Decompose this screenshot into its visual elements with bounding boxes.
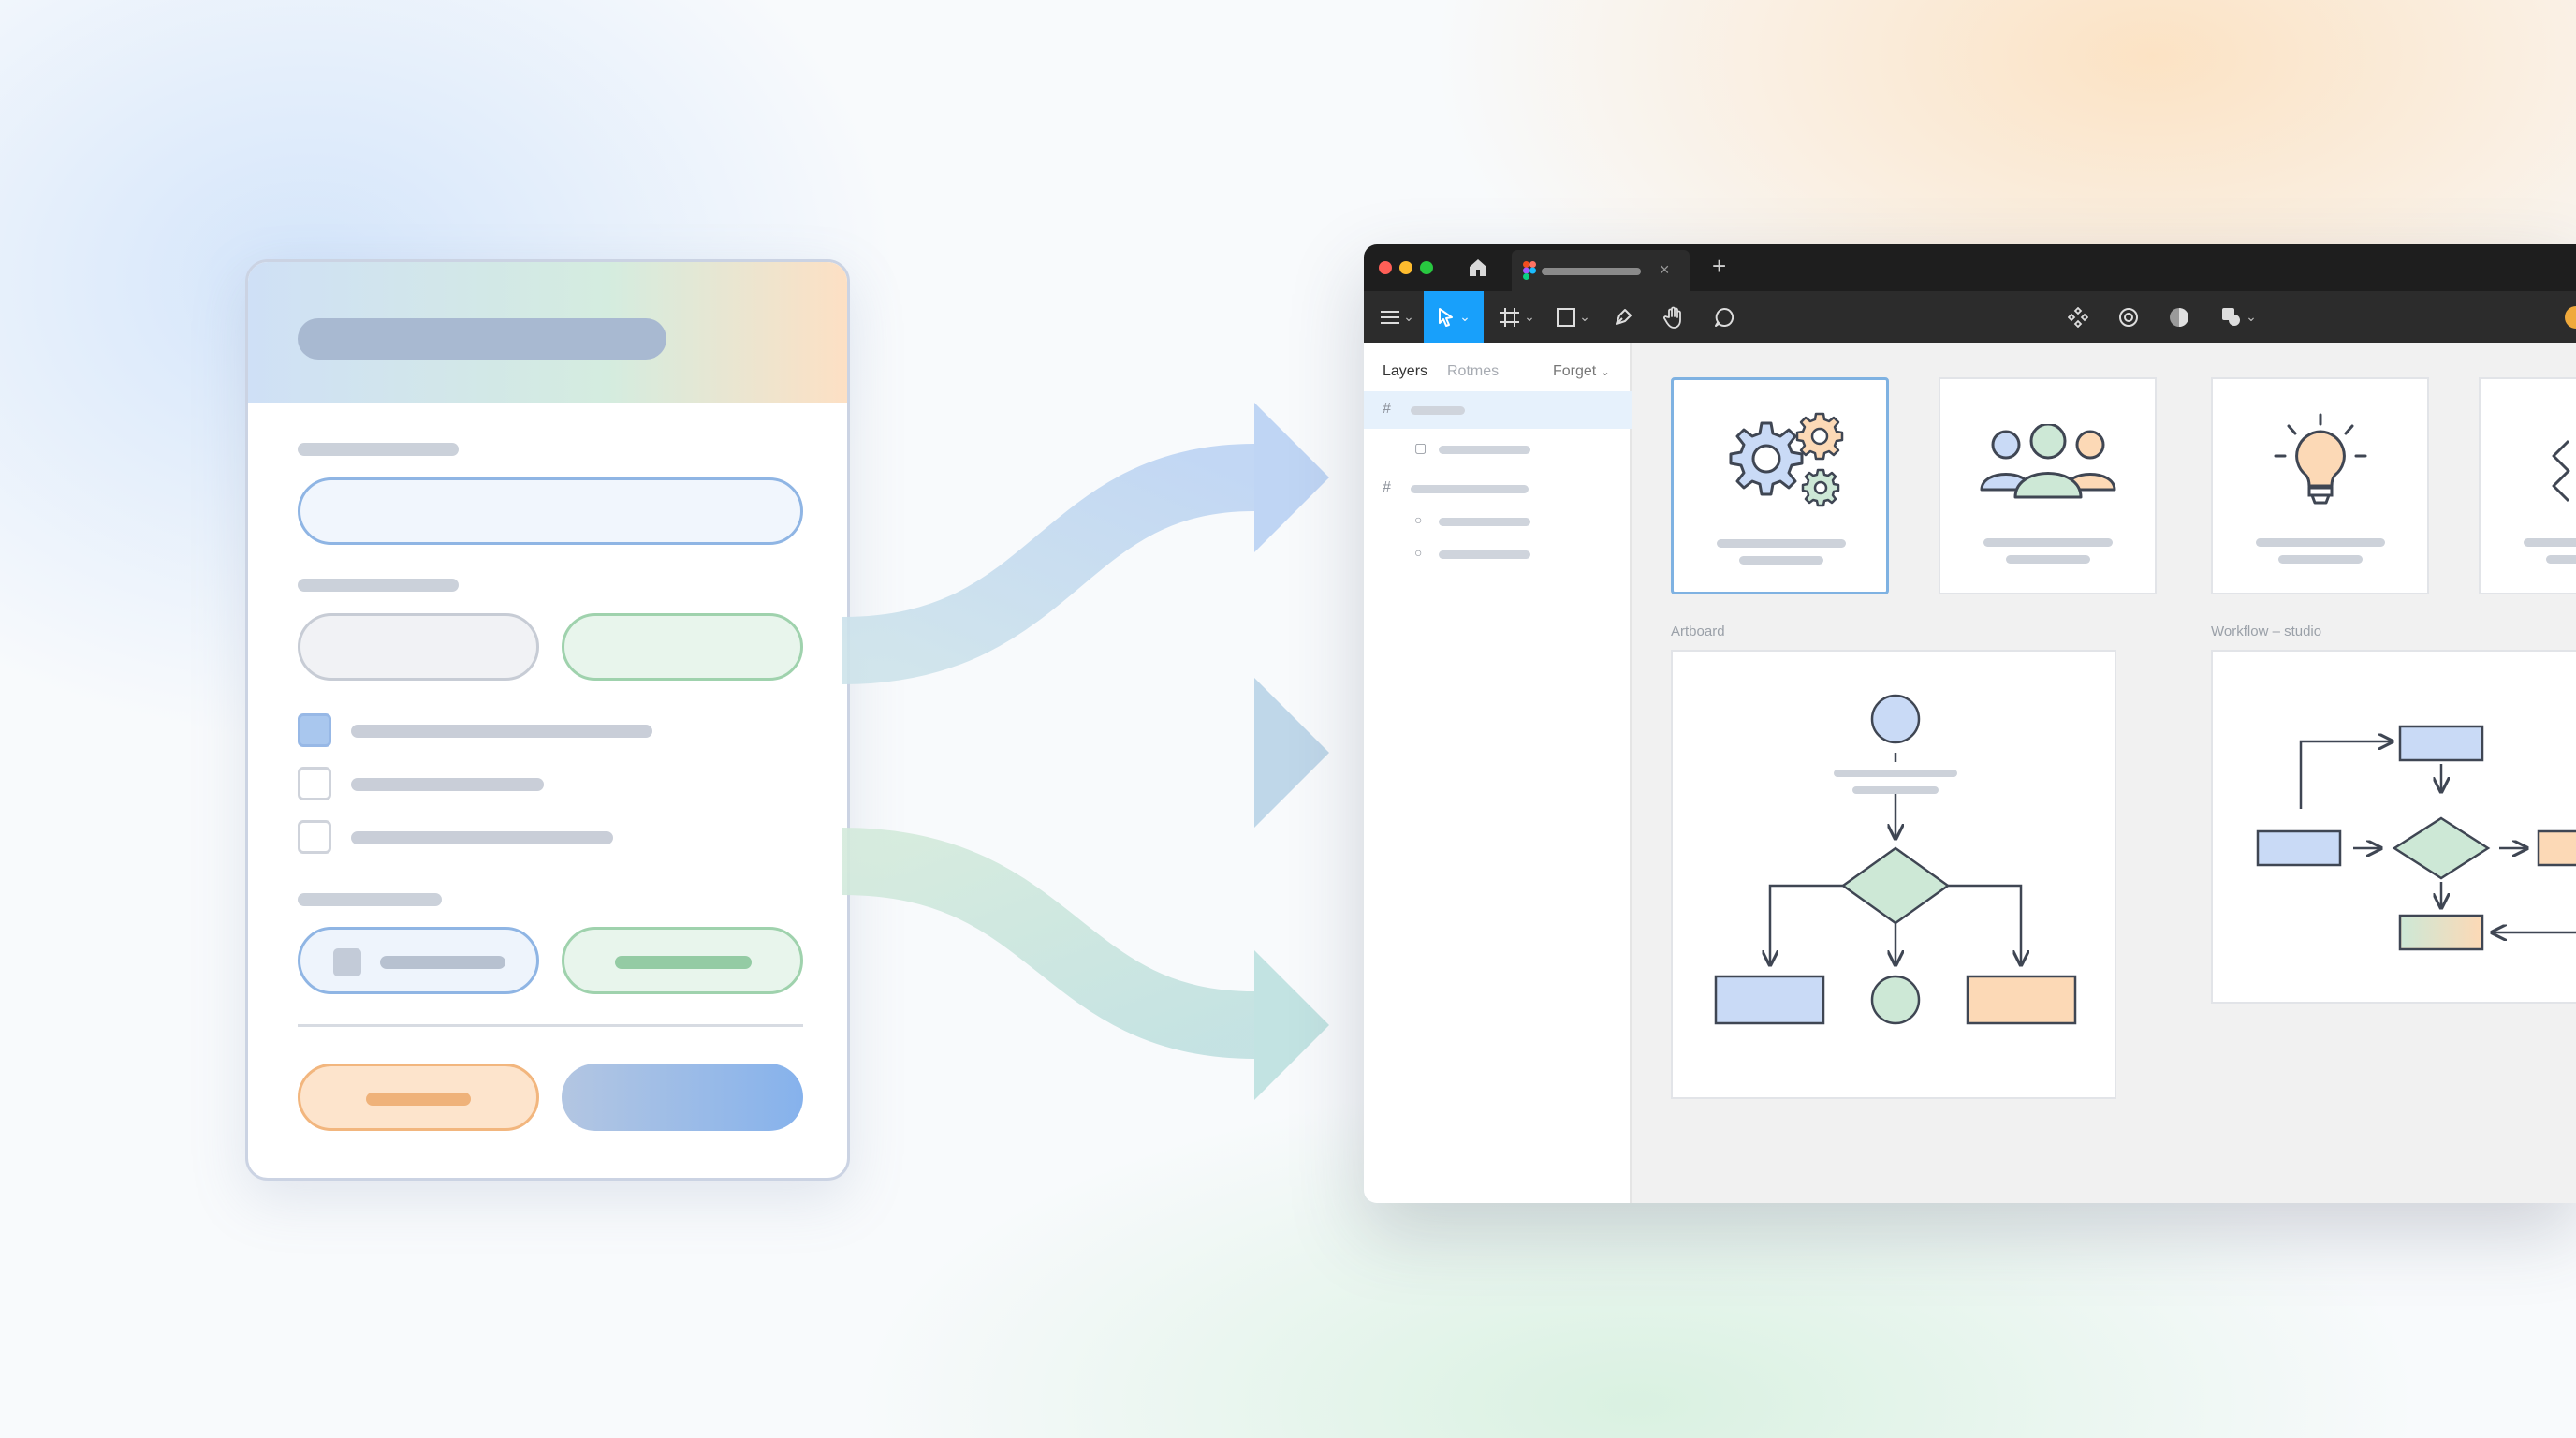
plus-icon[interactable]: +	[1712, 252, 1727, 280]
frame-icon: #	[1383, 479, 1391, 495]
layer-row[interactable]: ▢	[1364, 431, 1632, 468]
layer-row[interactable]: ○	[1364, 503, 1632, 540]
icon-card-gears[interactable]	[1671, 377, 1889, 594]
option-pill-gray[interactable]	[298, 613, 539, 681]
layer-name-placeholder	[1439, 518, 1530, 526]
rectangle-tool-icon[interactable]: ⌄	[1551, 291, 1596, 343]
artboard-flowchart[interactable]	[1671, 650, 2116, 1099]
layer-row-frame-selected[interactable]: #	[1364, 391, 1632, 429]
workflow-diagram	[2256, 725, 2576, 951]
window-close-dot[interactable]	[1379, 261, 1392, 274]
hand-tool-icon[interactable]	[1658, 291, 1690, 343]
flow-arrows	[842, 403, 1329, 1100]
form-header	[248, 262, 847, 403]
card-title-placeholder	[1983, 538, 2113, 547]
card-subtitle-placeholder	[1739, 556, 1823, 565]
window-minimize-dot[interactable]	[1399, 261, 1412, 274]
layer-name-placeholder	[1411, 406, 1465, 415]
arrow-head-top	[1254, 403, 1329, 552]
boolean-icon[interactable]: ⌄	[2216, 291, 2262, 343]
tab-secondary[interactable]: Rotmes	[1447, 363, 1500, 379]
team-icon	[1980, 424, 2116, 499]
text-input-placeholder[interactable]	[298, 477, 803, 545]
file-tab-title-placeholder	[1542, 268, 1641, 275]
field-label-placeholder	[298, 893, 442, 906]
secondary-button-orange[interactable]	[298, 1064, 539, 1131]
form-title-placeholder	[298, 318, 666, 360]
layer-row-frame[interactable]: #	[1364, 470, 1632, 507]
mask-icon[interactable]	[2115, 291, 2143, 343]
home-icon[interactable]	[1467, 257, 1489, 284]
lightbulb-icon	[2274, 413, 2367, 505]
frame-label-workflow[interactable]: Workflow – studio	[2211, 624, 2322, 639]
ellipse-icon: ○	[1414, 512, 1423, 527]
tab-page-select[interactable]: Forget ⌄	[1553, 363, 1610, 380]
arrow-head-bottom	[1254, 950, 1329, 1100]
layer-name-placeholder	[1411, 485, 1529, 493]
option-pill-green[interactable]	[562, 613, 803, 681]
card-subtitle-placeholder	[2546, 555, 2576, 564]
move-tool-icon[interactable]: ⌄	[1424, 291, 1484, 343]
form-divider	[298, 1024, 803, 1027]
window-zoom-dot[interactable]	[1420, 261, 1433, 274]
close-icon[interactable]: ×	[1660, 260, 1670, 279]
frame-tool-icon[interactable]: ⌄	[1495, 291, 1540, 343]
button-label-placeholder	[366, 1093, 471, 1106]
checkbox-label-placeholder	[351, 725, 652, 738]
icon-card-idea[interactable]	[2211, 377, 2429, 594]
card-title-placeholder	[1717, 539, 1846, 548]
form-wireframe-card	[245, 259, 850, 1181]
flowchart-diagram	[1714, 694, 2077, 1025]
checkbox-label-placeholder	[351, 778, 544, 791]
file-tab[interactable]: ×	[1512, 250, 1690, 291]
checkbox-label-placeholder	[351, 831, 613, 844]
frame-icon: #	[1383, 401, 1391, 417]
layer-row[interactable]: ○	[1364, 536, 1632, 573]
title-bar: × +	[1364, 244, 2576, 291]
checkbox-checked[interactable]	[298, 713, 331, 747]
tab-layers[interactable]: Layers	[1383, 363, 1428, 379]
card-subtitle-placeholder	[2278, 555, 2363, 564]
select-pill-green[interactable]	[562, 927, 803, 994]
primary-button-gradient[interactable]	[562, 1064, 803, 1131]
component-icon[interactable]	[2064, 291, 2092, 343]
contrast-icon[interactable]	[2165, 291, 2193, 343]
select-pill-blue[interactable]	[298, 927, 539, 994]
checkbox-unchecked[interactable]	[298, 820, 331, 854]
card-title-placeholder	[2524, 538, 2576, 547]
layers-sidebar: Layers Rotmes Forget ⌄ # ▢ # ○ ○	[1364, 343, 1632, 1203]
arrow-head-middle	[1254, 678, 1329, 828]
card-subtitle-placeholder	[2006, 555, 2090, 564]
icon-card-partial[interactable]	[2479, 377, 2576, 594]
chevron-stack-icon	[2552, 439, 2570, 503]
artboard-workflow[interactable]	[2211, 650, 2576, 1004]
chevron-down-icon: ⌄	[1600, 365, 1610, 378]
layer-name-placeholder	[1439, 446, 1530, 454]
icon-card-team[interactable]	[1939, 377, 2157, 594]
select-label-placeholder	[615, 956, 752, 969]
checkbox-unchecked[interactable]	[298, 767, 331, 800]
canvas[interactable]: Artboard	[1632, 343, 2576, 1203]
menu-icon[interactable]: ⌄	[1377, 291, 1418, 343]
design-app-window: × + ⌄ ⌄ ⌄ ⌄ ⌄ Layers Rotmes Forget	[1364, 244, 2576, 1203]
field-label-placeholder	[298, 579, 459, 592]
frame-label-artboard[interactable]: Artboard	[1671, 624, 1725, 639]
card-title-placeholder	[2256, 538, 2385, 547]
select-label-placeholder	[380, 956, 505, 969]
arrow-top	[842, 444, 1255, 684]
rectangle-icon: ▢	[1414, 440, 1427, 455]
field-label-placeholder	[298, 443, 459, 456]
layer-name-placeholder	[1439, 550, 1530, 559]
ellipse-icon: ○	[1414, 545, 1423, 560]
comment-tool-icon[interactable]	[1708, 291, 1740, 343]
avatar[interactable]	[2565, 306, 2576, 329]
select-icon-placeholder	[333, 948, 361, 976]
page-select-label: Forget	[1553, 363, 1597, 379]
gears-icon	[1729, 412, 1844, 507]
figma-logo-icon	[1523, 261, 1536, 285]
arrow-bottom	[842, 828, 1255, 1059]
toolbar	[1364, 291, 2576, 343]
pen-tool-icon[interactable]	[1607, 291, 1639, 343]
